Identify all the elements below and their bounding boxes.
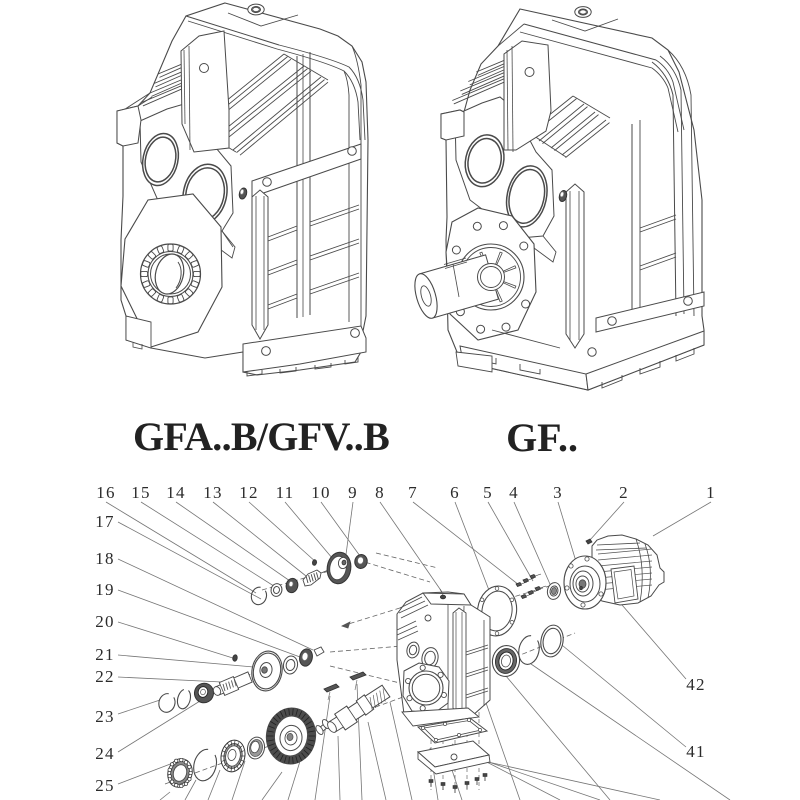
svg-text:6: 6 — [450, 483, 460, 502]
svg-text:20: 20 — [95, 612, 114, 631]
svg-text:14: 14 — [166, 483, 185, 502]
svg-text:18: 18 — [95, 549, 114, 568]
svg-text:2: 2 — [619, 483, 629, 502]
svg-text:1: 1 — [706, 483, 716, 502]
svg-text:21: 21 — [95, 645, 114, 664]
svg-text:19: 19 — [95, 580, 114, 599]
svg-text:12: 12 — [239, 483, 258, 502]
svg-text:10: 10 — [311, 483, 330, 502]
svg-text:17: 17 — [95, 512, 114, 531]
svg-text:7: 7 — [408, 483, 418, 502]
svg-text:16: 16 — [96, 483, 115, 502]
svg-text:8: 8 — [375, 483, 385, 502]
svg-text:41: 41 — [686, 742, 705, 761]
svg-text:25: 25 — [95, 776, 114, 795]
svg-text:22: 22 — [95, 667, 114, 686]
svg-text:GF..: GF.. — [506, 415, 578, 460]
svg-text:24: 24 — [95, 744, 114, 763]
svg-text:15: 15 — [131, 483, 150, 502]
svg-text:11: 11 — [276, 483, 295, 502]
svg-text:13: 13 — [203, 483, 222, 502]
svg-text:9: 9 — [348, 483, 358, 502]
svg-text:3: 3 — [553, 483, 563, 502]
svg-text:42: 42 — [686, 675, 705, 694]
svg-text:4: 4 — [509, 483, 519, 502]
svg-text:23: 23 — [95, 707, 114, 726]
svg-text:GFA..B/GFV..B: GFA..B/GFV..B — [133, 414, 389, 459]
svg-text:5: 5 — [483, 483, 493, 502]
